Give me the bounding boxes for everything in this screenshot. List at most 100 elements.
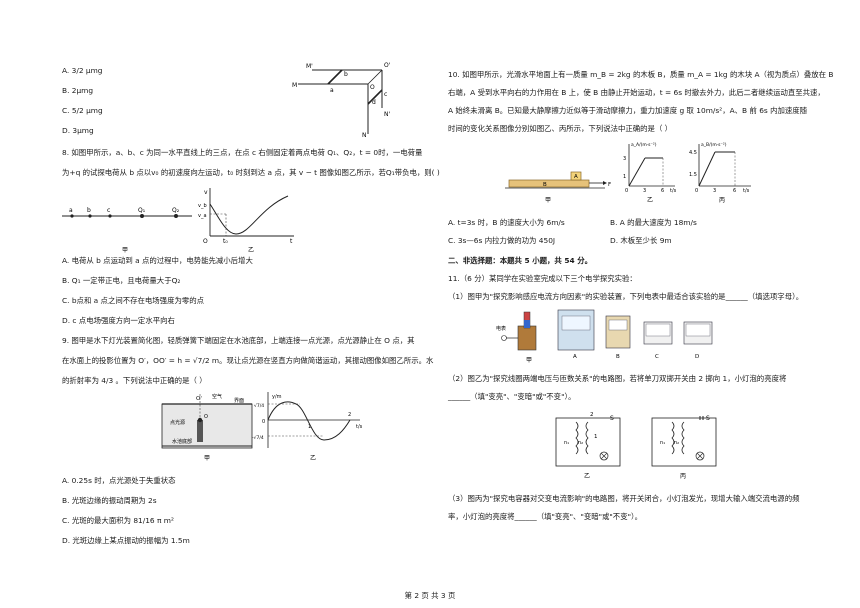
q10-label-bing: 丙 bbox=[719, 197, 725, 204]
q10-label-jia: 甲 bbox=[545, 197, 551, 204]
q10-label-yi-ts: t/s bbox=[670, 188, 677, 194]
q10-label-bing-ts: t/s bbox=[743, 188, 750, 194]
q10-text-line3: A 始终未滑离 B。已知最大静摩擦力近似等于滑动摩擦力，重力加速度 g 取 10… bbox=[448, 106, 808, 115]
q9-option-b: B. 光斑边缘的振动周期为 2s bbox=[62, 496, 157, 505]
q9-label-light: 点光源 bbox=[170, 419, 185, 426]
q8-label-t0: t₀ bbox=[223, 238, 228, 245]
label-O-prime: O' bbox=[384, 62, 391, 69]
label-N-prime: N' bbox=[384, 111, 390, 118]
q11-circ-label-n2b: n₂ bbox=[674, 440, 679, 446]
q7-option-d: D. 3μmg bbox=[62, 126, 94, 135]
q8-option-b: B. Q₁ 一定带正电，且电荷量大于Q₂ bbox=[62, 276, 181, 285]
q11-label-A: A bbox=[573, 354, 577, 360]
label-c: c bbox=[384, 91, 387, 98]
q9-label-two: 2 bbox=[348, 412, 351, 418]
q11-circ-label-n2: n₂ bbox=[578, 440, 583, 446]
q8-label-yi: 乙 bbox=[248, 247, 254, 254]
q10-label-aB: a_B/(m·s⁻²) bbox=[701, 142, 727, 148]
q8-label-Q1: Q₁ bbox=[138, 207, 146, 214]
q9-text-line3: 的折射率为 4/3 。下列说法中正确的是（ ） bbox=[62, 376, 207, 385]
page-footer: 第 2 页 共 3 页 bbox=[404, 591, 456, 600]
q10-option-b: B. A 的最大速度为 18m/s bbox=[610, 218, 697, 227]
q7-option-b: B. 2μmg bbox=[62, 86, 94, 95]
q9-option-d: D. 光斑边缘上某点振动的振幅为 1.5m bbox=[62, 536, 190, 545]
q9-label-bottom: 水池底部 bbox=[172, 438, 192, 445]
label-N: N bbox=[362, 132, 367, 138]
q10-label-bing-15: 1.5 bbox=[689, 172, 697, 178]
q10-label-yi-0: 0 bbox=[625, 188, 628, 194]
q11-circ-label-S: S bbox=[610, 415, 614, 422]
label-M-prime: M' bbox=[306, 63, 313, 70]
q11-label-C: C bbox=[655, 354, 659, 360]
q11-part2-line1: （2）图乙为"探究线圈两端电压与匝数关系"的电路图，若将单刀双掷开关由 2 掷向… bbox=[448, 374, 787, 383]
label-b: b bbox=[344, 71, 348, 78]
q9-option-a: A. 0.25s 时，点光源处于失重状态 bbox=[62, 476, 176, 485]
q8-label-c: c bbox=[107, 207, 110, 214]
q11-intro: 11.（6 分）某同学在实验室完成以下三个电学探究实验： bbox=[448, 274, 637, 283]
q9-label-ts: t/s bbox=[356, 424, 363, 430]
q8-label-O: O bbox=[203, 238, 208, 245]
q9-label-ybot: -√7/4 bbox=[252, 435, 264, 441]
q10-label-yi-6: 6 bbox=[661, 188, 664, 194]
q11-part3-line2: 率，小灯泡的亮度将______（填"变亮"、"变暗"或"不变"）。 bbox=[448, 512, 643, 521]
q9-figure: O' 空气 界面 点光源 O 水池底部 甲 y/m √7/4 -√7/4 0 1… bbox=[150, 390, 370, 462]
q10-label-yi: 乙 bbox=[647, 197, 653, 204]
q11-circ-label-n1b: n₁ bbox=[660, 440, 665, 446]
q10-option-c: C. 3s—6s 内拉力做的功为 450J bbox=[448, 236, 556, 245]
label-d: d bbox=[372, 99, 376, 106]
q10-option-a: A. t=3s 时，B 的速度大小为 6m/s bbox=[448, 218, 565, 227]
q10-label-bing-3: 3 bbox=[713, 188, 716, 194]
q8-option-d: D. c 点电场强度方向一定水平向右 bbox=[62, 316, 175, 325]
q10-label-bing-0: 0 bbox=[695, 188, 698, 194]
q9-option-c: C. 光斑的最大面积为 81/16 π m² bbox=[62, 516, 174, 525]
q10-figure: A B F 甲 a_A/(m·s⁻²) 3 1 0 3 6 t/s 乙 a_B/… bbox=[505, 138, 765, 210]
q11-circ-label-1: 1 bbox=[594, 434, 598, 440]
q10-text-line1: 10. 如图甲所示，光滑水平地面上有一质量 m_B = 2kg 的木板 B，质量… bbox=[448, 70, 834, 79]
q8-label-b: b bbox=[87, 207, 91, 214]
q9-label-O-prime: O' bbox=[196, 396, 202, 402]
q11-meter-figure: 电表 甲 A B C D bbox=[496, 306, 736, 364]
q10-label-aA: a_A/(m·s⁻²) bbox=[631, 142, 657, 148]
q8-label-a: a bbox=[69, 207, 73, 214]
q11-circ-label-n1: n₁ bbox=[564, 440, 569, 446]
q9-label-jia: 甲 bbox=[204, 455, 210, 462]
q9-text-line2: 在水面上的投影位置为 O′，OO′ = h = √7/2 m。现让点光源在竖直方… bbox=[62, 356, 434, 365]
q11-label-B: B bbox=[616, 354, 620, 360]
q9-label-O: O bbox=[204, 414, 208, 420]
section-2-heading: 二、非选择题：本题共 5 小题，共 54 分。 bbox=[448, 256, 592, 265]
q7-option-c: C. 5/2 μmg bbox=[62, 106, 103, 115]
q8-option-c: C. b点和 a 点之间不存在电场强度为零的点 bbox=[62, 296, 205, 305]
q8-label-v: v bbox=[204, 189, 208, 196]
q7-option-a: A. 3/2 μmg bbox=[62, 66, 103, 75]
q11-circ-label-2: 2 bbox=[590, 412, 594, 418]
q9-label-ym: y/m bbox=[272, 394, 282, 400]
q9-label-one: 1 bbox=[308, 424, 311, 430]
q10-label-yi-1: 1 bbox=[623, 174, 626, 180]
label-a: a bbox=[330, 87, 334, 94]
q10-text-line2: 右端，A 受到水平向右的力作用在 B 上，使 B 由静止开始运动，t = 6s … bbox=[448, 88, 825, 97]
q10-label-bing-45: 4.5 bbox=[689, 150, 697, 156]
q11-label-D: D bbox=[695, 354, 699, 360]
label-O: O bbox=[370, 84, 375, 91]
q11-circuit-figure: 2 S 1 n₁ n₂ 乙 S n₁ n₂ 丙 bbox=[548, 408, 728, 482]
q8-text-line2: 为+q 的试探电荷从 b 点以v₀ 的初速度向左运动，t₀ 时刻到达 a 点，其… bbox=[62, 168, 440, 177]
q8-option-a: A. 电荷从 b 点运动到 a 点的过程中，电势能先减小后增大 bbox=[62, 256, 253, 265]
q11-circ-label-bing: 丙 bbox=[680, 473, 686, 480]
q9-label-yi: 乙 bbox=[310, 455, 316, 462]
q9-label-ytop: √7/4 bbox=[254, 403, 264, 409]
q10-label-yi-3t: 3 bbox=[643, 188, 646, 194]
q10-label-B: B bbox=[543, 182, 547, 188]
q10-label-A: A bbox=[574, 174, 578, 180]
q8-label-va: v_a bbox=[198, 213, 207, 219]
q9-text-line1: 9. 图甲是水下灯光装置简化图，轻质弹簧下端固定在水池底部，上端连接一点光源，点… bbox=[62, 336, 415, 345]
q10-label-bing-6: 6 bbox=[733, 188, 736, 194]
q10-option-d: D. 木板至少长 9m bbox=[610, 236, 672, 245]
q8-text-line1: 8. 如图甲所示，a、b、c 为同一水平直线上的三点，在点 c 右侧固定着两点电… bbox=[62, 148, 423, 157]
q11-part3-line1: （3）图丙为"探究电容器对交变电流影响"的电路图，将开关闭合，小灯泡发光，现增大… bbox=[448, 494, 800, 503]
q10-label-F: F bbox=[608, 182, 611, 188]
q10-text-line4: 时间的变化关系图像分别如图乙、丙所示，下列说法中正确的是（ ） bbox=[448, 124, 673, 133]
q8-label-jia: 甲 bbox=[122, 247, 128, 254]
q11-part1: （1）图甲为"探究影响感应电流方向因素"的实验装置，下列电表中最适合该实验的是_… bbox=[448, 292, 804, 301]
q8-figure: a b c Q₁ Q₂ 甲 v v_b v_a O t₀ t 乙 bbox=[60, 186, 300, 254]
q11-circ-label-yi: 乙 bbox=[584, 473, 590, 480]
